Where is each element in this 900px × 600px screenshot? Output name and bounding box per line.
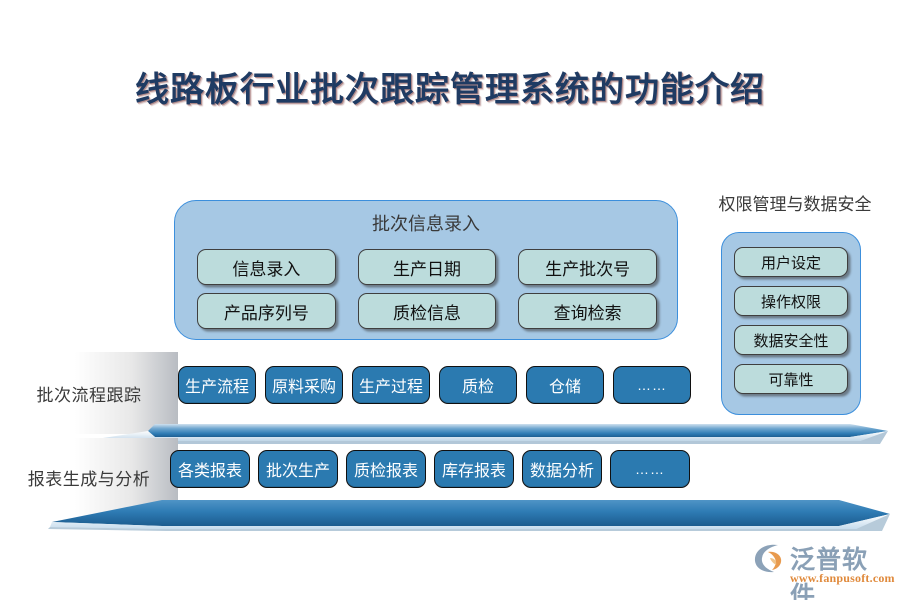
batch-info-item-1[interactable]: 生产日期 bbox=[357, 249, 497, 285]
process-tracking-button-row: 生产流程 原料采购 生产过程 质检 仓储 …… bbox=[178, 366, 691, 404]
batch-info-item-grid: 信息录入 生产日期 生产批次号 产品序列号 质检信息 查询检索 bbox=[197, 249, 657, 329]
process-button-0[interactable]: 生产流程 bbox=[178, 366, 256, 404]
brand-mark-icon bbox=[754, 544, 782, 573]
report-button-3[interactable]: 库存报表 bbox=[434, 450, 514, 488]
process-button-4[interactable]: 仓储 bbox=[526, 366, 604, 404]
report-button-0[interactable]: 各类报表 bbox=[170, 450, 250, 488]
brand-url: www.fanpusoft.com bbox=[790, 571, 895, 585]
report-button-2[interactable]: 质检报表 bbox=[346, 450, 426, 488]
reporting-button-row: 各类报表 批次生产 质检报表 库存报表 数据分析 …… bbox=[170, 450, 690, 488]
report-button-1[interactable]: 批次生产 bbox=[258, 450, 338, 488]
report-button-4[interactable]: 数据分析 bbox=[522, 450, 602, 488]
process-button-3[interactable]: 质检 bbox=[439, 366, 517, 404]
page-title: 线路板行业批次跟踪管理系统的功能介绍 bbox=[135, 72, 765, 109]
process-button-1[interactable]: 原料采购 bbox=[265, 366, 343, 404]
security-item-3[interactable]: 可靠性 bbox=[734, 364, 848, 394]
security-item-0[interactable]: 用户设定 bbox=[734, 247, 848, 277]
security-item-1[interactable]: 操作权限 bbox=[734, 286, 848, 316]
batch-info-item-3[interactable]: 产品序列号 bbox=[197, 293, 336, 329]
process-button-more[interactable]: …… bbox=[613, 366, 691, 404]
batch-info-item-0[interactable]: 信息录入 bbox=[197, 249, 336, 285]
report-button-more[interactable]: …… bbox=[610, 450, 690, 488]
process-button-2[interactable]: 生产过程 bbox=[352, 366, 430, 404]
row-label-reporting: 报表生成与分析 bbox=[0, 438, 178, 516]
brand-name: 泛普软件 bbox=[790, 546, 869, 600]
row-label-process-tracking: 批次流程跟踪 bbox=[0, 352, 178, 434]
security-panel-caption: 权限管理与数据安全 bbox=[718, 195, 872, 214]
security-item-2[interactable]: 数据安全性 bbox=[734, 325, 848, 355]
brand-logo: 泛普软件 www.fanpusoft.com bbox=[752, 540, 895, 600]
batch-info-item-5[interactable]: 查询检索 bbox=[518, 293, 657, 329]
batch-info-panel: 批次信息录入 信息录入 生产日期 生产批次号 产品序列号 质检信息 查询检索 bbox=[174, 200, 678, 340]
banner-arrow-top bbox=[60, 422, 890, 448]
security-panel: 用户设定 操作权限 数据安全性 可靠性 bbox=[721, 232, 861, 415]
batch-info-panel-title: 批次信息录入 bbox=[372, 214, 480, 234]
batch-info-item-2[interactable]: 生产批次号 bbox=[518, 249, 657, 285]
batch-info-item-4[interactable]: 质检信息 bbox=[357, 293, 497, 329]
